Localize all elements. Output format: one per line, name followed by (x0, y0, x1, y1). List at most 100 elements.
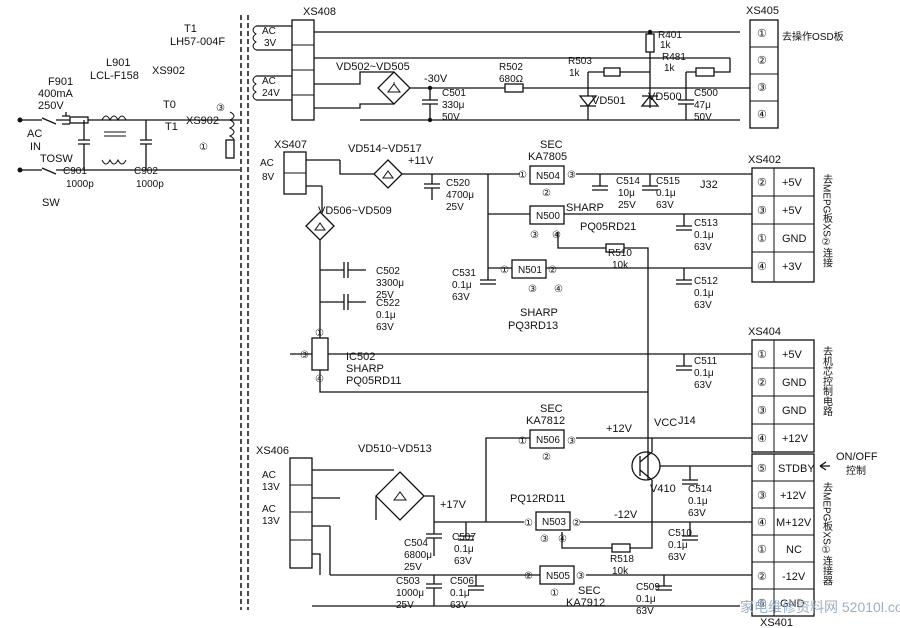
bridge2-label: VD506~VD509 (318, 205, 392, 217)
n501-ref: N501 (518, 265, 542, 276)
vneg12-label: -12V (614, 509, 638, 521)
xs401-sig-d: NC (786, 544, 802, 556)
v12-label: +12V (606, 423, 633, 435)
n505-wires (312, 574, 752, 607)
v410-label: V410 (650, 483, 676, 495)
n504-mfr: SEC (540, 139, 563, 151)
n500-mfr: SHARP (566, 202, 604, 214)
bridge-vd514-vd517 (373, 159, 403, 189)
xs402-sig-c: GND (782, 233, 807, 245)
xs402-pin-a: ② (757, 177, 767, 189)
xs401-rows: ⑤ STDBY ③ +12V ④ M+12V ① NC ② -12V ⑥ GND (757, 463, 815, 610)
c501-val: 330μ (442, 100, 465, 111)
xs406-ac1b: 13V (262, 482, 280, 493)
c514b-val: 0.1μ (688, 496, 708, 507)
c514b-symbol (682, 466, 698, 485)
n501-part: PQ3RD13 (508, 320, 558, 332)
xs405-pin2: ② (757, 55, 767, 67)
c504-symbol (426, 522, 442, 556)
xs402-pin-d: ④ (757, 261, 767, 273)
r502-ref: R502 (499, 62, 523, 73)
c504-volt: 25V (404, 562, 422, 573)
xs404-ref: XS404 (748, 326, 781, 338)
r401-val: 1k (660, 40, 672, 51)
xs402-sig-a: +5V (782, 177, 803, 189)
xs406-section: XS406 AC 13V AC 13V VD510~VD513 +17V C50… (256, 403, 752, 617)
xs406-ac1a: AC (262, 470, 276, 481)
xs405-ref: XS405 (746, 5, 779, 17)
xs401-connector: ⑤ STDBY ③ +12V ④ M+12V ① NC ② -12V ⑥ GND… (751, 453, 833, 628)
xs407-section: XS407 AC 8V VD514~VD517 +11V C520 4700μ … (260, 139, 752, 480)
xs408-secondary-coils (252, 25, 257, 101)
c531-symbol (480, 268, 496, 285)
xs401-sig-f: GND (780, 598, 805, 610)
input-bottom-wire (20, 167, 240, 175)
c506-ref: C506 (450, 576, 474, 587)
f901-rating2: 250V (38, 100, 64, 112)
xs405-dest-text: 去操作OSD板 (782, 30, 844, 43)
n500-ref: N500 (536, 211, 560, 222)
c502-val: 3300μ (376, 278, 404, 289)
v17-label: +17V (440, 499, 467, 511)
ic502-pin3: ③ (300, 350, 309, 361)
bridge-vd502-vd505 (377, 71, 411, 105)
xs407-ac: AC (260, 158, 274, 169)
c510-volt: 63V (668, 552, 686, 563)
r503-body (603, 67, 621, 77)
xs401-sig-e: -12V (782, 571, 806, 583)
ic502-ref: IC502 (346, 351, 375, 363)
n503-body (535, 511, 571, 531)
bridge2-wires (319, 186, 323, 350)
onoff-arrow-icon (819, 461, 830, 471)
xs404-grid (752, 340, 814, 452)
c520-volt: 25V (446, 202, 464, 213)
c507-ref: C507 (452, 532, 476, 543)
bridge-vd502-diode-glyph (387, 82, 401, 93)
t1-ref: T1 (184, 23, 197, 35)
xs408-section: XS408 AC 3V AC 24V VD502~VD505 -30V C501… (252, 6, 750, 123)
c511-symbol (676, 354, 692, 371)
c522-symbol (320, 294, 366, 310)
c514a-val: 10μ (618, 188, 635, 199)
c514a-symbol (592, 174, 608, 191)
n506-part: KA7812 (526, 415, 565, 427)
c509-volt: 63V (636, 606, 654, 617)
r481-val: 1k (664, 63, 676, 74)
c531-volt: 63V (452, 292, 470, 303)
r481-ref: R481 (662, 52, 686, 63)
xs404-rows: ① +5V ② GND ③ GND ④ +12V (757, 349, 809, 445)
c512-val: 0.1μ (694, 288, 714, 299)
c509-symbol (656, 575, 672, 591)
watermark: 家电维修资料网 52010l.com (740, 599, 900, 615)
c515-volt: 63V (656, 200, 674, 211)
n501-pin4: ④ (554, 284, 563, 295)
xs402-pin-b: ③ (757, 205, 767, 217)
bridge3-label: VD510~VD513 (358, 443, 432, 455)
ic502-section: ① ③ ④ IC502 SHARP PQ05RD11 C511 0.1μ 63V (290, 328, 752, 393)
xs902-pin3: ③ (216, 103, 225, 114)
xs408-ac2b: 24V (262, 88, 280, 99)
c531-ref: C531 (452, 268, 476, 279)
c901-val: 1000p (66, 179, 94, 190)
xs408-dividers (292, 44, 314, 96)
xs405-dividers (750, 46, 778, 102)
c511-ref: C511 (694, 356, 718, 367)
c502-ref: C502 (376, 266, 400, 277)
f901-ref: F901 (48, 76, 73, 88)
vcc-label: VCC (654, 417, 677, 429)
xs404-sig-c: GND (782, 405, 807, 417)
xs402-grid (752, 168, 814, 282)
c511-val: 0.1μ (694, 368, 714, 379)
c510-symbol (682, 522, 698, 541)
bridge3-wires (375, 495, 435, 522)
c506-symbol (468, 575, 484, 591)
n504-part: KA7805 (528, 151, 567, 163)
n501-body (511, 259, 547, 279)
c902-ref: C902 (134, 166, 158, 177)
n505-pin2: ② (524, 571, 533, 582)
c520-ref: C520 (446, 178, 470, 189)
n504-body (529, 165, 565, 185)
ic502-wires (290, 353, 752, 393)
bridge-vd502-label: VD502~VD505 (336, 61, 410, 73)
xs405-dest: 去操作OSD板 (782, 30, 844, 43)
